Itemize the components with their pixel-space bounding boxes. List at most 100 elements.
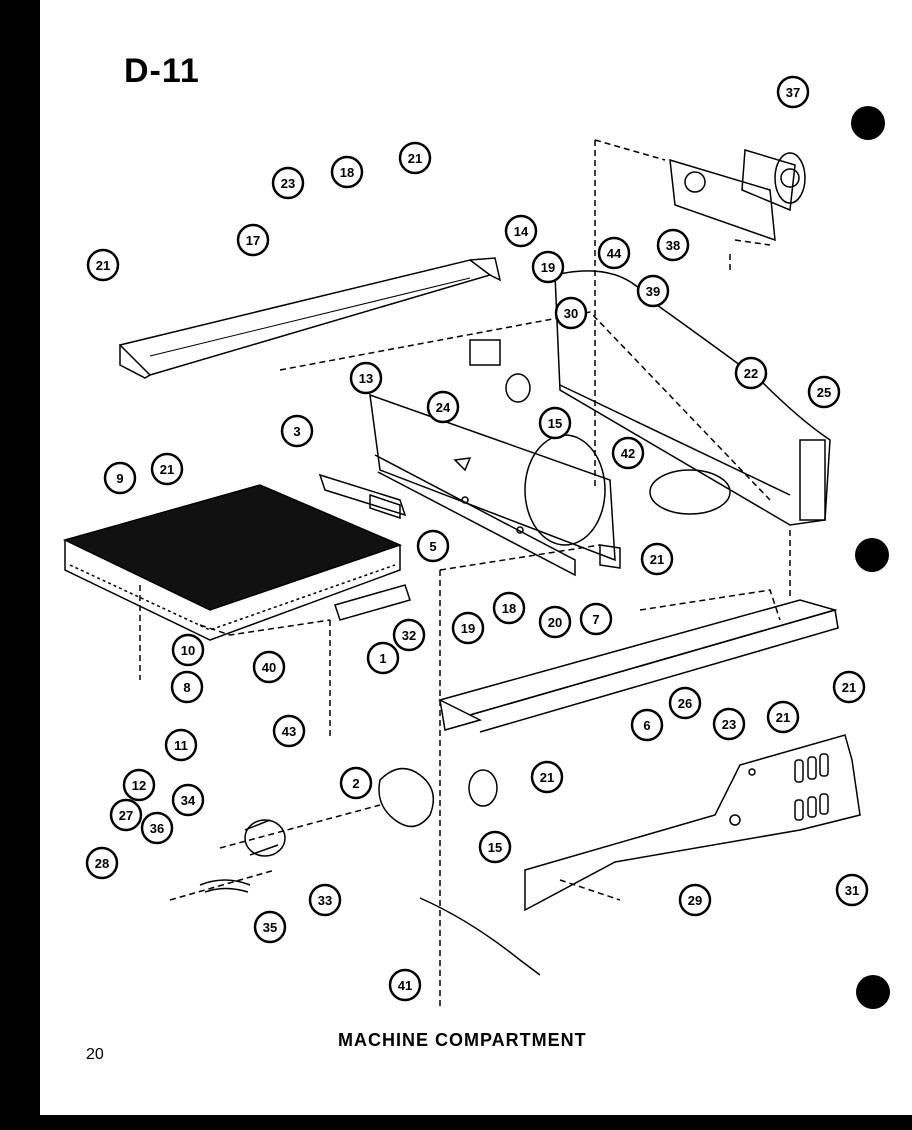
upper-bracket-part [669, 149, 806, 242]
callout-label: 15 [488, 840, 502, 855]
callout-20: 20 [538, 605, 572, 639]
callout-26: 26 [668, 686, 702, 720]
base-rail-part [437, 599, 839, 733]
callout-label: 29 [688, 893, 702, 908]
callout-label: 42 [621, 446, 635, 461]
callout-17: 17 [236, 223, 270, 257]
callout-label: 34 [181, 793, 196, 808]
callout-22: 22 [734, 356, 768, 390]
callout-10: 10 [171, 633, 205, 667]
callout-label: 11 [174, 738, 188, 753]
callout-37: 37 [776, 75, 810, 109]
callout-label: 1 [379, 651, 386, 666]
callout-label: 40 [262, 660, 276, 675]
callout-35: 35 [253, 910, 287, 944]
callout-label: 27 [119, 808, 133, 823]
callout-label: 12 [132, 778, 146, 793]
callout-label: 23 [281, 176, 295, 191]
callout-12: 12 [122, 768, 156, 802]
callout-36: 36 [140, 811, 174, 845]
callout-21: 21 [150, 452, 184, 486]
callout-label: 21 [96, 258, 110, 273]
callout-label: 36 [150, 821, 164, 836]
callout-5: 5 [416, 529, 450, 563]
callout-label: 21 [650, 552, 664, 567]
callout-38: 38 [656, 228, 690, 262]
callout-label: 14 [514, 224, 529, 239]
callout-40: 40 [252, 650, 286, 684]
callout-label: 41 [398, 978, 412, 993]
callout-28: 28 [85, 846, 119, 880]
page-title: D-11 [124, 52, 200, 90]
callout-label: 3 [293, 424, 300, 439]
callout-label: 9 [116, 471, 123, 486]
callout-27: 27 [109, 798, 143, 832]
callout-label: 13 [359, 371, 373, 386]
front-panel-part [524, 734, 861, 912]
callout-31: 31 [835, 873, 869, 907]
fan-shroud-part [369, 393, 621, 577]
callout-43: 43 [272, 714, 306, 748]
binder-hole-bottom [856, 975, 890, 1009]
callout-label: 23 [722, 717, 736, 732]
callout-label: 30 [564, 306, 578, 321]
callout-21: 21 [832, 670, 866, 704]
callout-label: 5 [429, 539, 436, 554]
callout-label: 7 [592, 612, 599, 627]
callout-label: 19 [461, 621, 475, 636]
callout-label: 8 [183, 680, 190, 695]
callout-label: 35 [263, 920, 277, 935]
callout-label: 33 [318, 893, 332, 908]
top-brace-part [118, 257, 502, 379]
callout-21: 21 [398, 141, 432, 175]
callout-15: 15 [478, 830, 512, 864]
relay-block-part [469, 339, 501, 366]
callout-32: 32 [392, 618, 426, 652]
callout-23: 23 [271, 166, 305, 200]
callout-19: 19 [451, 611, 485, 645]
callout-label: 43 [282, 724, 296, 739]
cabinet-side-part [554, 270, 831, 526]
callout-23: 23 [712, 707, 746, 741]
callout-21: 21 [640, 542, 674, 576]
callout-label: 21 [776, 710, 790, 725]
callout-42: 42 [611, 436, 645, 470]
callout-label: 18 [340, 165, 354, 180]
grommet-part [468, 769, 498, 807]
callout-label: 24 [436, 400, 451, 415]
fan-motor-part [244, 819, 286, 857]
wire-harness-part [419, 897, 541, 976]
callout-2: 2 [339, 766, 373, 800]
callout-3: 3 [280, 414, 314, 448]
callout-label: 22 [744, 366, 758, 381]
callout-33: 33 [308, 883, 342, 917]
callout-1: 1 [366, 641, 400, 675]
callout-29: 29 [678, 883, 712, 917]
callout-label: 37 [786, 85, 800, 100]
callout-25: 25 [807, 375, 841, 409]
callout-label: 26 [678, 696, 692, 711]
baffle-part [318, 473, 407, 517]
callout-21: 21 [530, 760, 564, 794]
callout-41: 41 [388, 968, 422, 1002]
callout-30: 30 [554, 296, 588, 330]
callout-label: 31 [845, 883, 859, 898]
callout-label: 25 [817, 385, 831, 400]
callout-label: 28 [95, 856, 109, 871]
drain-tube-part [334, 584, 411, 621]
callout-label: 17 [246, 233, 260, 248]
callout-label: 44 [607, 246, 622, 261]
callout-11: 11 [164, 728, 198, 762]
figure-caption: MACHINE COMPARTMENT [338, 1030, 587, 1050]
callout-21: 21 [766, 700, 800, 734]
callout-6: 6 [630, 708, 664, 742]
callout-8: 8 [170, 670, 204, 704]
condenser-coil-part [62, 484, 403, 641]
callout-label: 18 [502, 601, 516, 616]
motor-strap-part [199, 879, 251, 886]
callout-13: 13 [349, 361, 383, 395]
callout-label: 38 [666, 238, 680, 253]
fan-blade-part [378, 767, 435, 828]
